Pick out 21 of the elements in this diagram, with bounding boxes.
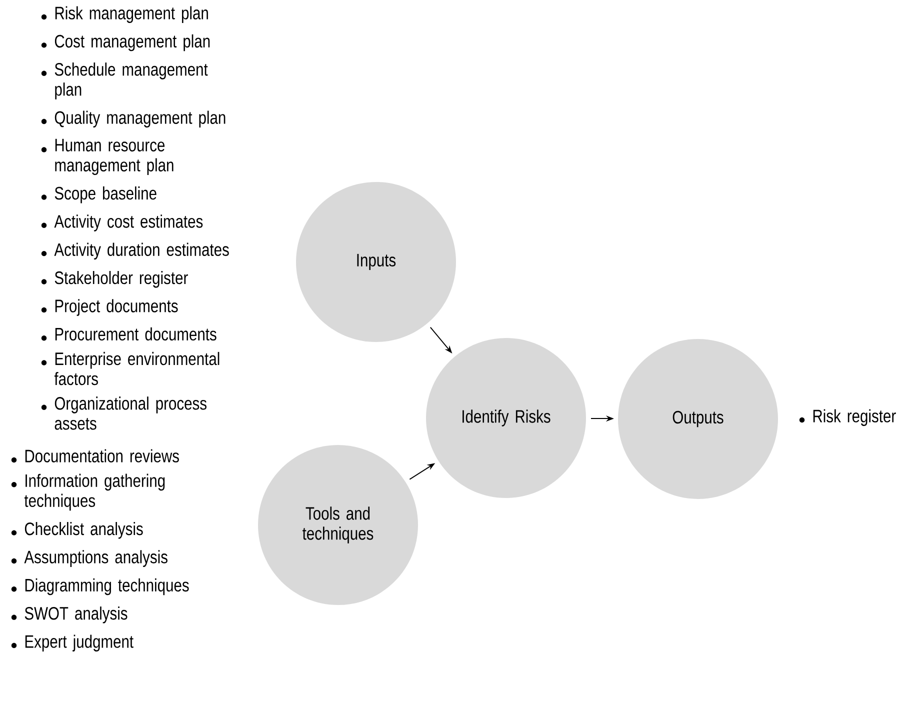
bullet-item: Assumptions analysis [24,550,168,567]
bullet-item: Information gathering techniques [24,474,165,511]
bullet-item: Procurement documents [55,327,216,341]
bullet-item: Activity cost estimates [54,214,203,232]
bullet-item: Risk register [813,409,896,426]
bullet-item: Scope baseline [54,186,156,204]
bullet-item: Checklist analysis [24,522,143,539]
bullet-item: Stakeholder register [54,270,188,288]
bullet-item: Risk management plan [55,6,208,23]
bullet-item: Quality management plan [54,110,226,128]
bullet-item: Activity duration estimates [54,242,229,260]
bullet-item: Human resource management plan [55,138,174,176]
bullet-item: Cost management plan [54,34,210,52]
bullet-item: Expert judgment [25,634,134,652]
bullet-item: Documentation reviews [25,449,179,462]
bullet-item: SWOT analysis [24,606,128,624]
bullet-item: Schedule management plan [54,62,208,100]
bullet-item: Diagramming techniques [25,578,189,596]
bullet-item: Organizational process assets [54,396,206,430]
bullet-item: Enterprise environmental factors [54,352,220,386]
bullet-item: Project documents [55,299,178,316]
